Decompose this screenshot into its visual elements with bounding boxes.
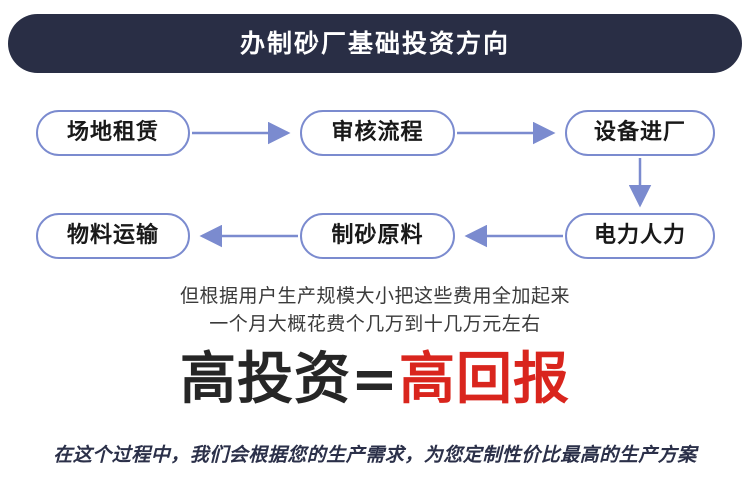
- flow-node-site-rental[interactable]: 场地租赁: [36, 110, 190, 156]
- flow-node-material-transport[interactable]: 物料运输: [36, 213, 190, 259]
- footer-note: 在这个过程中，我们会根据您的生产需求，为您定制性价比最高的生产方案: [0, 440, 750, 467]
- flowchart: 场地租赁 审核流程 设备进厂 物料运输 制砂原料 电力人力: [0, 88, 750, 278]
- header-banner: 办制砂厂基础投资方向: [8, 14, 742, 73]
- flow-node-audit-process[interactable]: 审核流程: [300, 110, 455, 156]
- footer-note-text: 在这个过程中，我们会根据您的生产需求，为您定制性价比最高的生产方案: [53, 444, 697, 466]
- note-line-2: 一个月大概花费个几万到十几万元左右: [209, 313, 541, 335]
- flow-node-label: 审核流程: [331, 120, 424, 145]
- flow-node-sand-material[interactable]: 制砂原料: [300, 213, 455, 259]
- flow-node-label: 物料运输: [66, 223, 159, 248]
- note-line-1: 但根据用户生产规模大小把这些费用全加起来: [179, 285, 570, 307]
- headline-part-return: 高回报: [398, 347, 570, 412]
- flow-node-label: 电力人力: [593, 223, 686, 248]
- page-title: 办制砂厂基础投资方向: [239, 29, 510, 58]
- flow-node-power-labor[interactable]: 电力人力: [565, 213, 715, 259]
- flow-node-label: 制砂原料: [331, 223, 424, 248]
- headline-part-investment: 高投资: [180, 347, 352, 412]
- headline-equals-sign: =: [351, 347, 399, 412]
- flow-node-label: 设备进厂: [593, 120, 686, 145]
- headline: 高投资=高回报: [0, 348, 750, 412]
- flow-node-equipment[interactable]: 设备进厂: [565, 110, 715, 156]
- flow-node-label: 场地租赁: [66, 120, 159, 145]
- note-paragraph: 但根据用户生产规模大小把这些费用全加起来 一个月大概花费个几万到十几万元左右: [0, 282, 750, 338]
